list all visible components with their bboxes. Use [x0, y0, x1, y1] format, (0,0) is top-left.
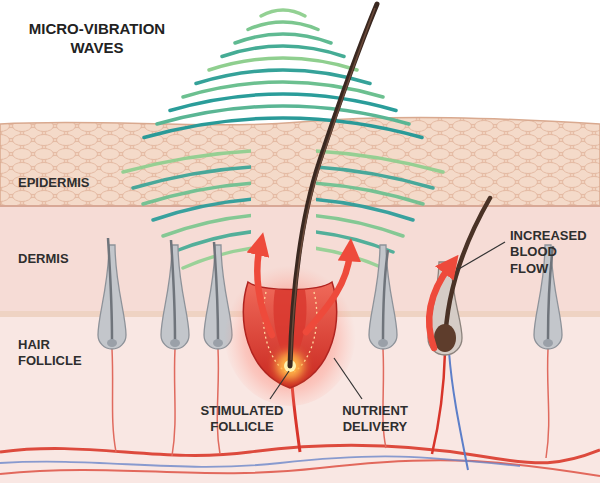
- hair-shaft: [290, 4, 377, 366]
- vibration-wave: [222, 46, 344, 57]
- vibration-wave: [143, 182, 423, 204]
- vibration-wave: [209, 58, 357, 70]
- title-wrap: MICRO-VIBRATION WAVES: [22, 20, 172, 58]
- vibration-wave: [153, 198, 413, 220]
- blood-vessel: [432, 352, 445, 454]
- diagram-title: MICRO-VIBRATION WAVES: [22, 20, 172, 58]
- vein: [0, 456, 520, 466]
- flow-arrows: [257, 246, 450, 348]
- vibration-wave: [163, 214, 403, 236]
- vibration-wave: [173, 230, 393, 252]
- vibration-wave: [248, 22, 318, 30]
- vibration-wave: [261, 10, 305, 16]
- layer-label: DERMIS: [18, 251, 69, 267]
- label-wrap: HAIR FOLLICLE: [18, 337, 98, 370]
- vibration-wave: [235, 34, 331, 43]
- hair-bulb: [434, 324, 456, 352]
- capillary: [112, 349, 116, 452]
- flow-arrow: [306, 252, 350, 332]
- wave-group: [144, 10, 422, 138]
- vibration-wave: [157, 106, 409, 124]
- skin-layer-band: DERMIS: [0, 206, 600, 314]
- leader-line: [457, 242, 505, 270]
- papilla: [107, 339, 117, 347]
- hair-shaft: [383, 250, 388, 340]
- leader-line: [270, 371, 289, 399]
- label-wrap: INCREASED BLOOD FLOW: [510, 228, 592, 277]
- hair-shaft: [108, 238, 112, 340]
- follicle-sheath: [369, 245, 397, 349]
- skin-layer-band: EPIDERMIS: [0, 122, 600, 206]
- hair-shaft: [548, 246, 553, 340]
- papilla: [170, 339, 180, 347]
- flow-arrow: [429, 266, 450, 348]
- hair-shaft: [214, 242, 218, 340]
- layer-label: EPIDERMIS: [18, 175, 90, 191]
- vibration-wave: [170, 94, 396, 111]
- callout-label: INCREASED BLOOD FLOW: [510, 228, 592, 277]
- papilla: [543, 339, 553, 347]
- hair-highlight: [291, 8, 375, 360]
- vibration-wave: [144, 118, 422, 138]
- callout-label: STIMULATED FOLLICLE: [192, 403, 292, 436]
- vibration-wave: [123, 150, 443, 172]
- label-wrap: STIMULATED FOLLICLE: [192, 403, 292, 436]
- flow-arrow: [257, 246, 272, 335]
- capillary: [546, 349, 549, 458]
- leader-line: [334, 358, 362, 399]
- vein: [449, 352, 468, 470]
- papilla: [378, 339, 388, 347]
- capillary: [217, 349, 220, 454]
- hair-shaft: [445, 198, 490, 345]
- epidermis-layer: [0, 118, 600, 206]
- hair-shaft: [171, 240, 175, 340]
- layer-boundary: [0, 205, 600, 207]
- callout-label: HAIR FOLLICLE: [18, 337, 98, 370]
- vibration-wave: [133, 166, 433, 188]
- capillary: [172, 349, 175, 456]
- label-wrap: NUTRIENT DELIVERY: [330, 403, 420, 436]
- papilla: [213, 339, 223, 347]
- callout-label: NUTRIENT DELIVERY: [330, 403, 420, 436]
